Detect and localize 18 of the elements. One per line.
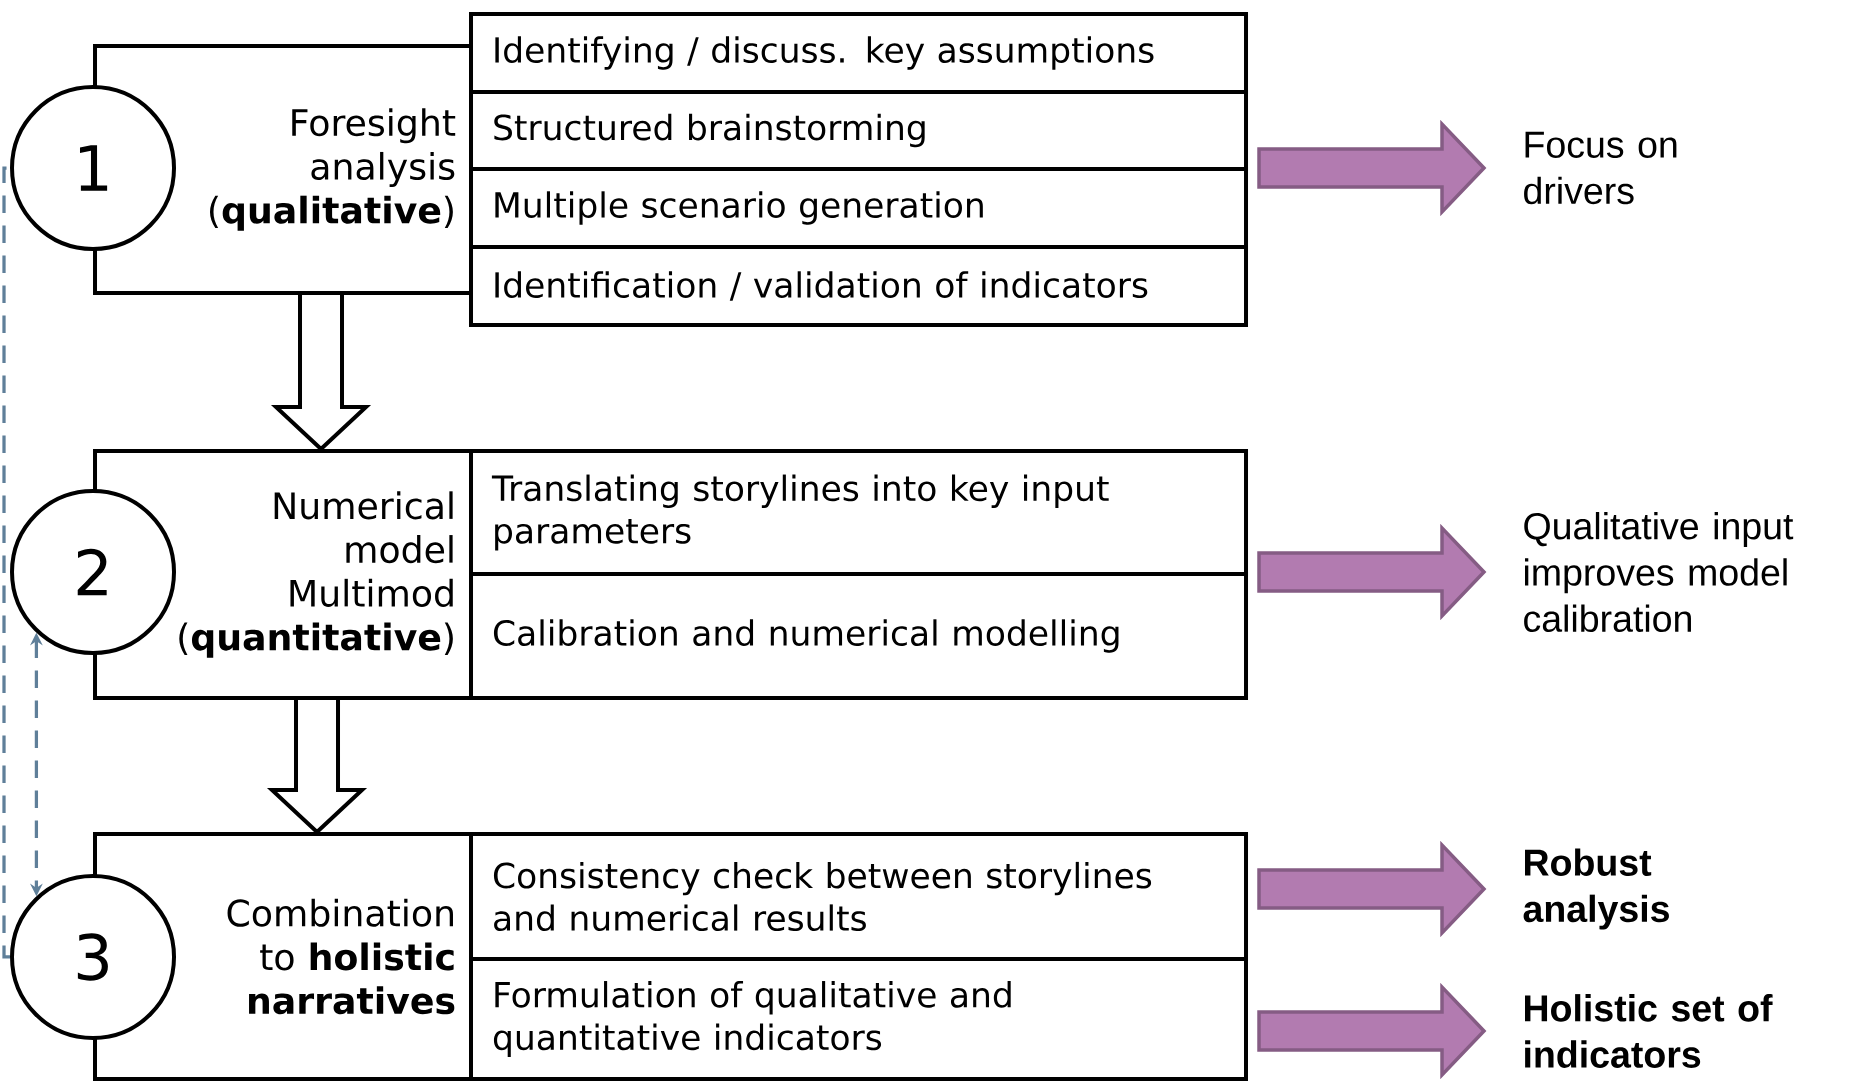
- outcome-arrow: [1257, 840, 1487, 938]
- outcome-text: Holistic set of indicators: [1525, 994, 1773, 1068]
- outcome-arrow: [1257, 982, 1487, 1080]
- outcome-text: Qualitative input improves model calibration: [1524, 512, 1794, 632]
- task-box: Structured brainstorming: [469, 90, 1248, 171]
- task-box: Identifying / discuss. key assumptions: [469, 12, 1248, 94]
- task-box: Consistency check between storylines and numerical results: [469, 832, 1248, 961]
- outcome-arrow: [1257, 119, 1487, 217]
- block-arrow: [266, 698, 368, 835]
- outcome-text: Robust analysis: [1523, 848, 1669, 930]
- task-box: Translating storylines into key input parameters: [469, 449, 1248, 576]
- block-arrow: [270, 293, 372, 452]
- outcome-text: Focus on drivers: [1524, 131, 1677, 205]
- task-box: Calibration and numerical modelling: [469, 572, 1248, 700]
- task-box: Formulation of qualitative and quantitative indicators: [469, 957, 1248, 1081]
- outcome-arrow: [1257, 523, 1487, 621]
- task-box: Multiple scenario generation: [469, 167, 1248, 249]
- task-box: Identification / validation of indicators: [469, 245, 1248, 327]
